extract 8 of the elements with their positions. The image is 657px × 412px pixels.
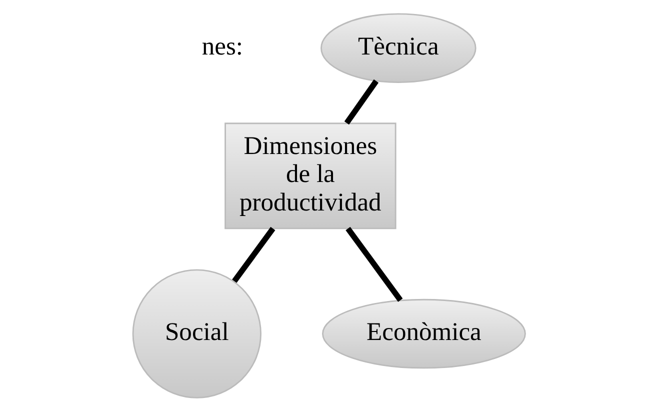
- connector: [344, 79, 378, 125]
- node-circle: Social: [132, 269, 261, 398]
- connector: [345, 226, 402, 302]
- node-box: Dimensiones de la productividad: [224, 122, 396, 230]
- node-ellipse: Tècnica: [320, 13, 476, 83]
- connector: [232, 226, 275, 283]
- label: nes:: [201, 31, 243, 60]
- node-ellipse: Econòmica: [322, 298, 526, 369]
